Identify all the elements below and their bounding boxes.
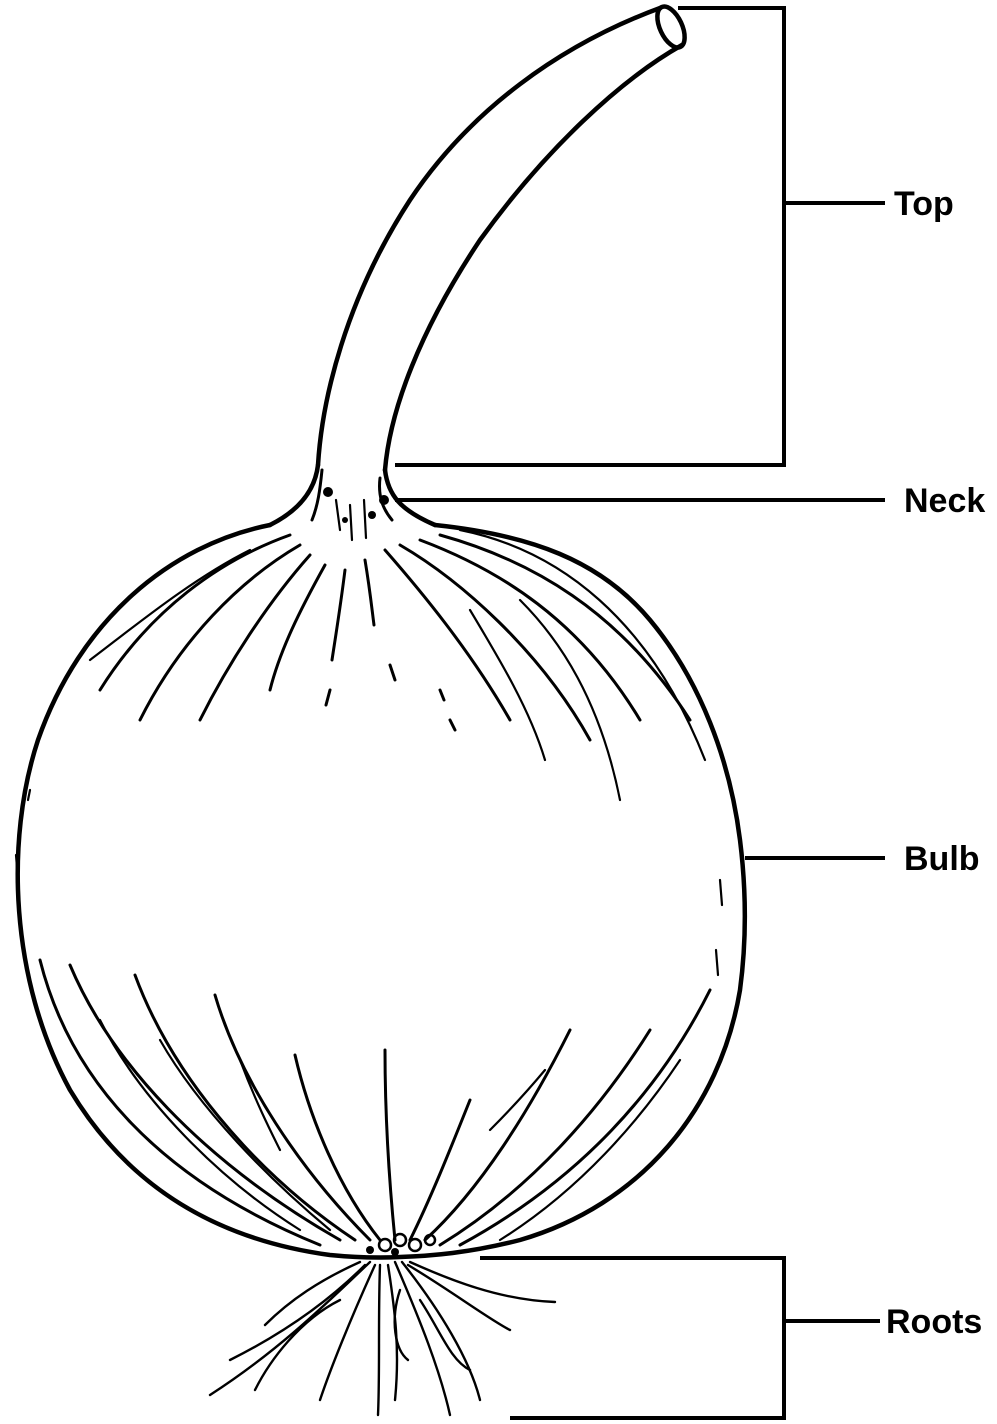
top-bracket [395,8,784,465]
onion-roots [210,1262,555,1415]
roots-bracket [480,1258,784,1418]
label-roots: Roots [886,1303,982,1341]
onion-top-stalk [318,2,690,470]
onion-bulb [16,525,745,1258]
label-neck: Neck [904,482,985,520]
leader-lines [395,8,885,1418]
onion-neck [270,465,435,540]
label-top: Top [894,185,954,223]
label-bulb: Bulb [904,840,980,878]
